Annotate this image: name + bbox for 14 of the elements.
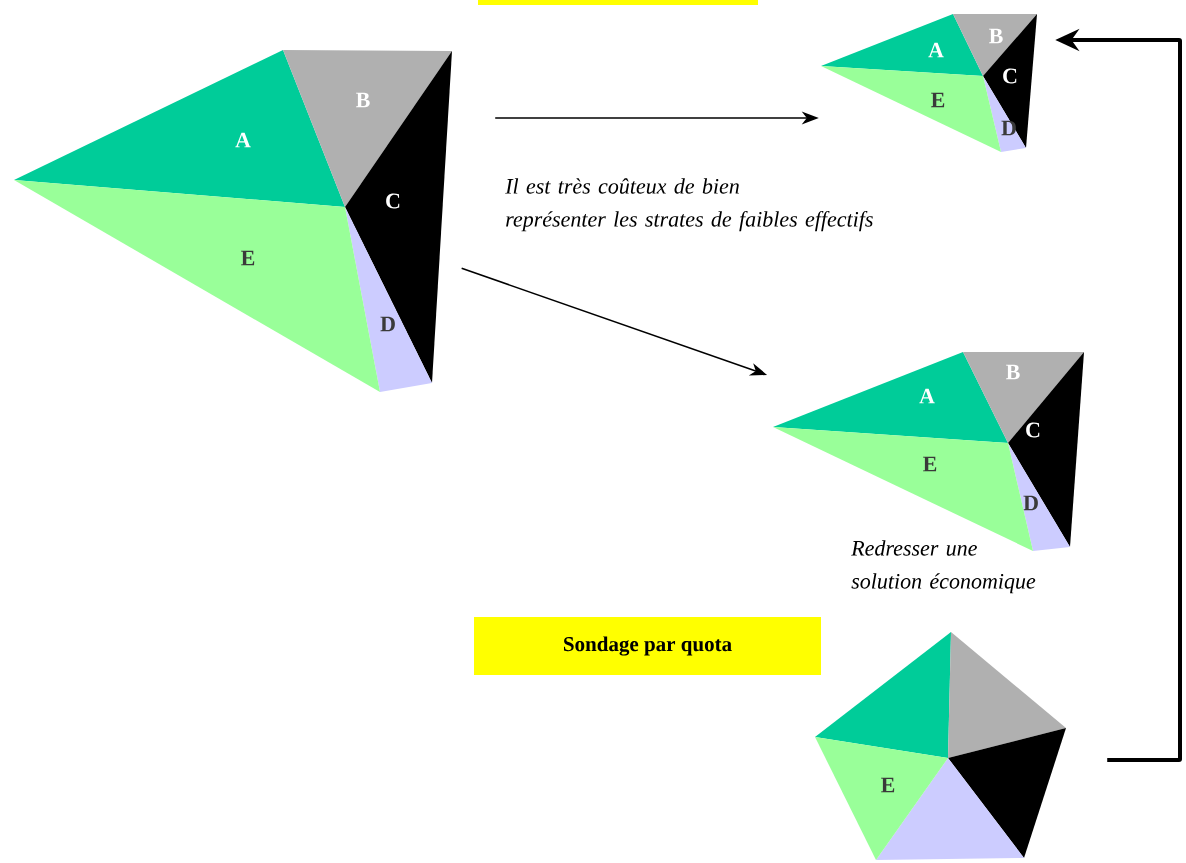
segment: A [773,352,1008,443]
triangle-segment [876,758,1024,860]
highlight-box: Sondage par quota [474,617,821,675]
segment: A [821,14,983,76]
segment: A [14,50,345,207]
triangle-segment [815,632,951,758]
triangle-segment [948,632,1066,758]
segment: E [14,180,380,392]
triangle-segment [948,728,1066,858]
note-text: Il est très coûteux de bien représenter les strates de faibles effectifs [505,178,873,232]
segment: E [821,66,1001,152]
segment: D [1008,443,1070,551]
highlight-band [478,0,758,5]
segment: E [815,737,948,860]
